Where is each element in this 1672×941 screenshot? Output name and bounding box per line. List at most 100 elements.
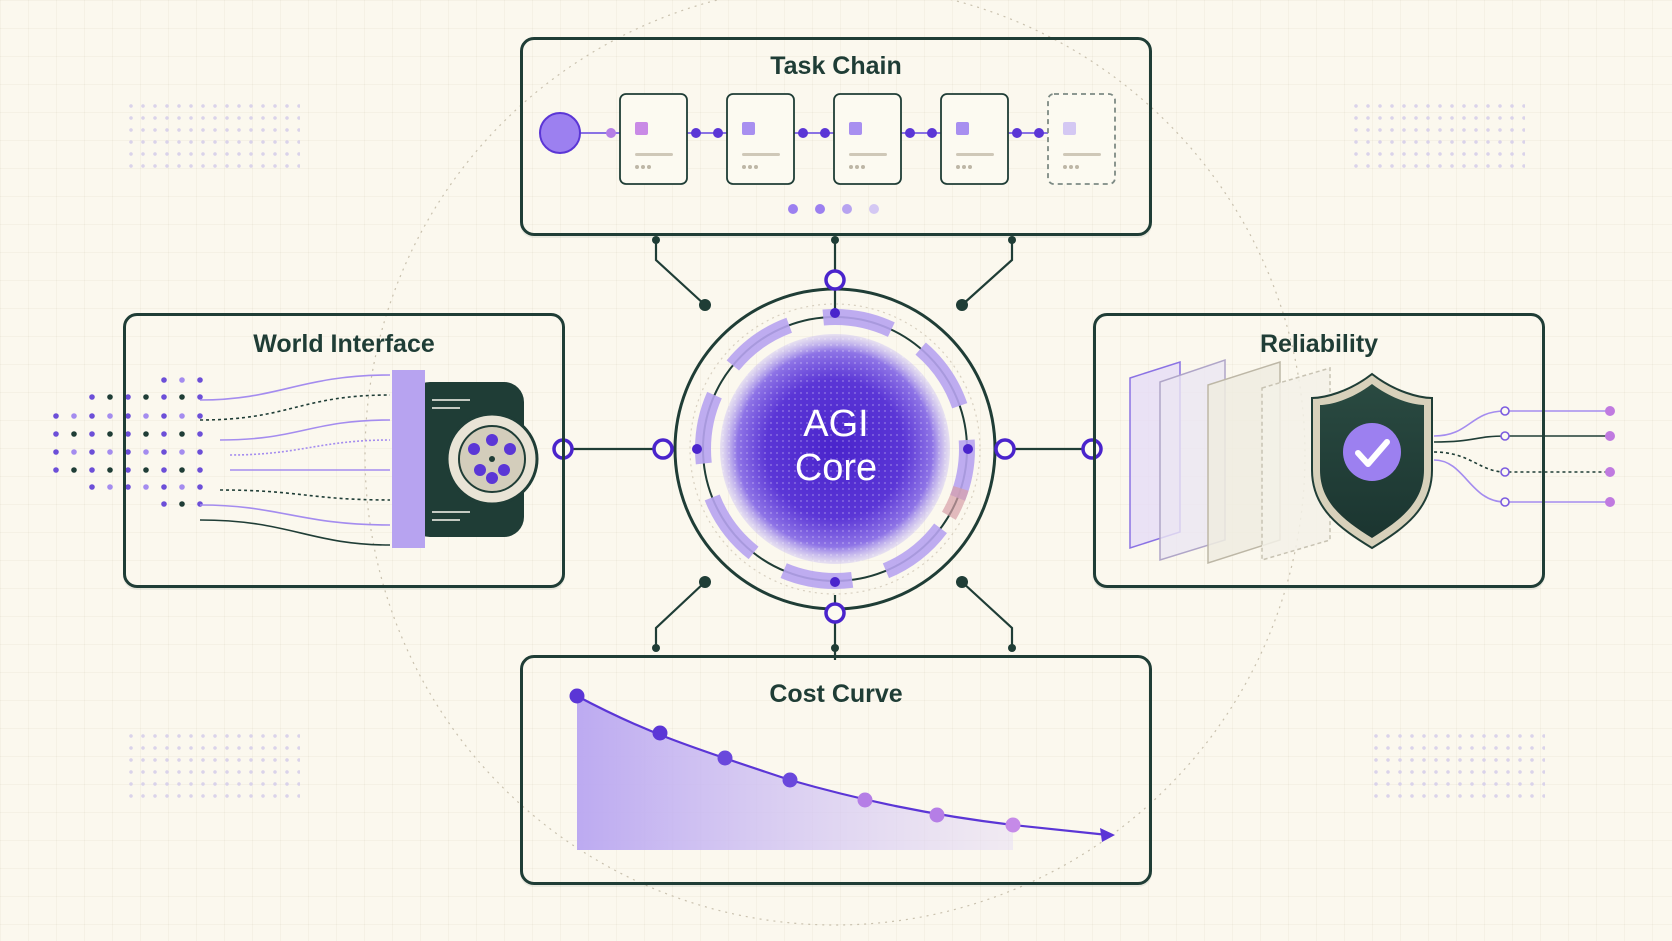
signal-dot	[53, 467, 59, 473]
cost-curve-title: Cost Curve	[769, 680, 903, 708]
task-card-dot	[647, 165, 651, 169]
cost-curve-area	[577, 696, 1013, 850]
signal-dot	[71, 413, 77, 419]
signal-dot	[107, 431, 113, 437]
signal-dot	[161, 467, 167, 473]
reliability-panel: Reliability	[1093, 313, 1545, 588]
pagination-dot	[788, 204, 798, 214]
reliability-art	[1129, 358, 1615, 565]
signal-dot	[125, 484, 131, 490]
signal-dot	[161, 484, 167, 490]
signal-dot	[179, 413, 185, 419]
chain-link-node	[606, 128, 616, 138]
task-card-dot	[754, 165, 758, 169]
signal-dot	[107, 484, 113, 490]
signal-dot	[107, 449, 113, 455]
task-chain-title: Task Chain	[770, 52, 902, 80]
signal-dot	[179, 431, 185, 437]
task-card-icon	[956, 122, 969, 135]
ring-nodes	[552, 269, 1103, 624]
signal-dot	[143, 484, 149, 490]
signal-dot	[161, 501, 167, 507]
signal-dot	[179, 377, 185, 383]
checkmark-icon	[1343, 423, 1401, 481]
task-card-dot	[968, 165, 972, 169]
chain-link-node	[905, 128, 915, 138]
signal-dot	[143, 394, 149, 400]
signal-dot	[89, 394, 95, 400]
signal-dot	[179, 467, 185, 473]
signal-dot	[143, 413, 149, 419]
dot-pattern-bottom-left	[125, 730, 300, 805]
task-card-dot	[1075, 165, 1079, 169]
signal-dot	[161, 431, 167, 437]
signal-dot	[179, 394, 185, 400]
agi-core-line1: AGI	[803, 403, 869, 445]
task-card-line	[1063, 153, 1101, 156]
chain-link-node	[1034, 128, 1044, 138]
signal-dot	[125, 449, 131, 455]
task-card-dot	[956, 165, 960, 169]
signal-dot	[53, 431, 59, 437]
signal-dot	[197, 413, 203, 419]
dot-pattern-top-left	[125, 100, 300, 175]
signal-dot	[89, 467, 95, 473]
task-card-line	[635, 153, 673, 156]
reliability-title: Reliability	[1259, 330, 1379, 358]
task-card-dot	[849, 165, 853, 169]
world-interface-title: World Interface	[253, 330, 435, 358]
signal-dot	[179, 449, 185, 455]
chain-link-node	[927, 128, 937, 138]
signal-dot	[143, 467, 149, 473]
chain-link-node	[1012, 128, 1022, 138]
signal-dot	[71, 449, 77, 455]
signal-dot	[197, 484, 203, 490]
signal-dot	[197, 467, 203, 473]
signal-dot	[71, 467, 77, 473]
task-card-icon	[635, 122, 648, 135]
chain-link-node	[691, 128, 701, 138]
pagination-dot	[842, 204, 852, 214]
signal-dot	[197, 431, 203, 437]
signal-dot	[53, 449, 59, 455]
task-card-dot	[1063, 165, 1067, 169]
signal-dot	[125, 467, 131, 473]
world-interface-panel: World Interface	[123, 313, 565, 588]
signal-dot	[89, 431, 95, 437]
task-card-dot	[1069, 165, 1073, 169]
signal-dot	[179, 501, 185, 507]
task-card	[940, 93, 1009, 185]
task-card-line	[956, 153, 994, 156]
task-card	[833, 93, 902, 185]
task-chain-flow	[539, 93, 1116, 214]
agi-core-line2: Core	[794, 447, 878, 489]
connector-nodes	[652, 236, 1016, 652]
dot-pattern-top-right	[1350, 100, 1525, 175]
dot-pattern-bottom-right	[1370, 730, 1545, 805]
signal-dot	[71, 431, 77, 437]
signal-dot	[107, 413, 113, 419]
pagination-dot	[815, 204, 825, 214]
task-card-icon	[849, 122, 862, 135]
cost-curve-points	[569, 688, 1021, 833]
chain-link-node	[820, 128, 830, 138]
signal-dot	[161, 449, 167, 455]
signal-dot	[197, 394, 203, 400]
task-card-dot	[641, 165, 645, 169]
chain-link-node	[713, 128, 723, 138]
signal-dot	[107, 467, 113, 473]
task-card-line	[849, 153, 887, 156]
signal-dot	[125, 394, 131, 400]
task-card-dot	[635, 165, 639, 169]
cost-curve-panel: Cost Curve	[520, 655, 1152, 885]
signal-dot	[143, 449, 149, 455]
task-card	[1047, 93, 1116, 185]
signal-dot	[89, 449, 95, 455]
task-card	[619, 93, 688, 185]
signal-dot	[197, 377, 203, 383]
arrow-right-icon	[1100, 828, 1115, 842]
task-chain-panel: Task Chain	[520, 37, 1152, 236]
signal-dot	[161, 394, 167, 400]
cost-curve-art	[569, 688, 1115, 850]
